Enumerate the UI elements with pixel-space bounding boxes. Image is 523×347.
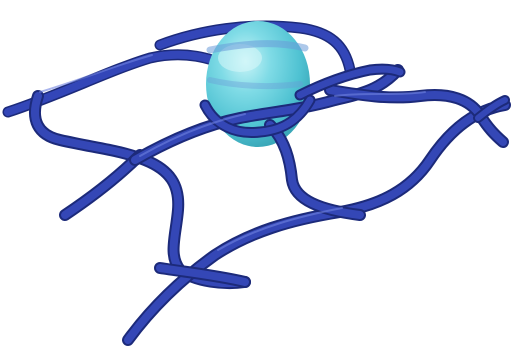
front-fibers: [35, 69, 505, 340]
